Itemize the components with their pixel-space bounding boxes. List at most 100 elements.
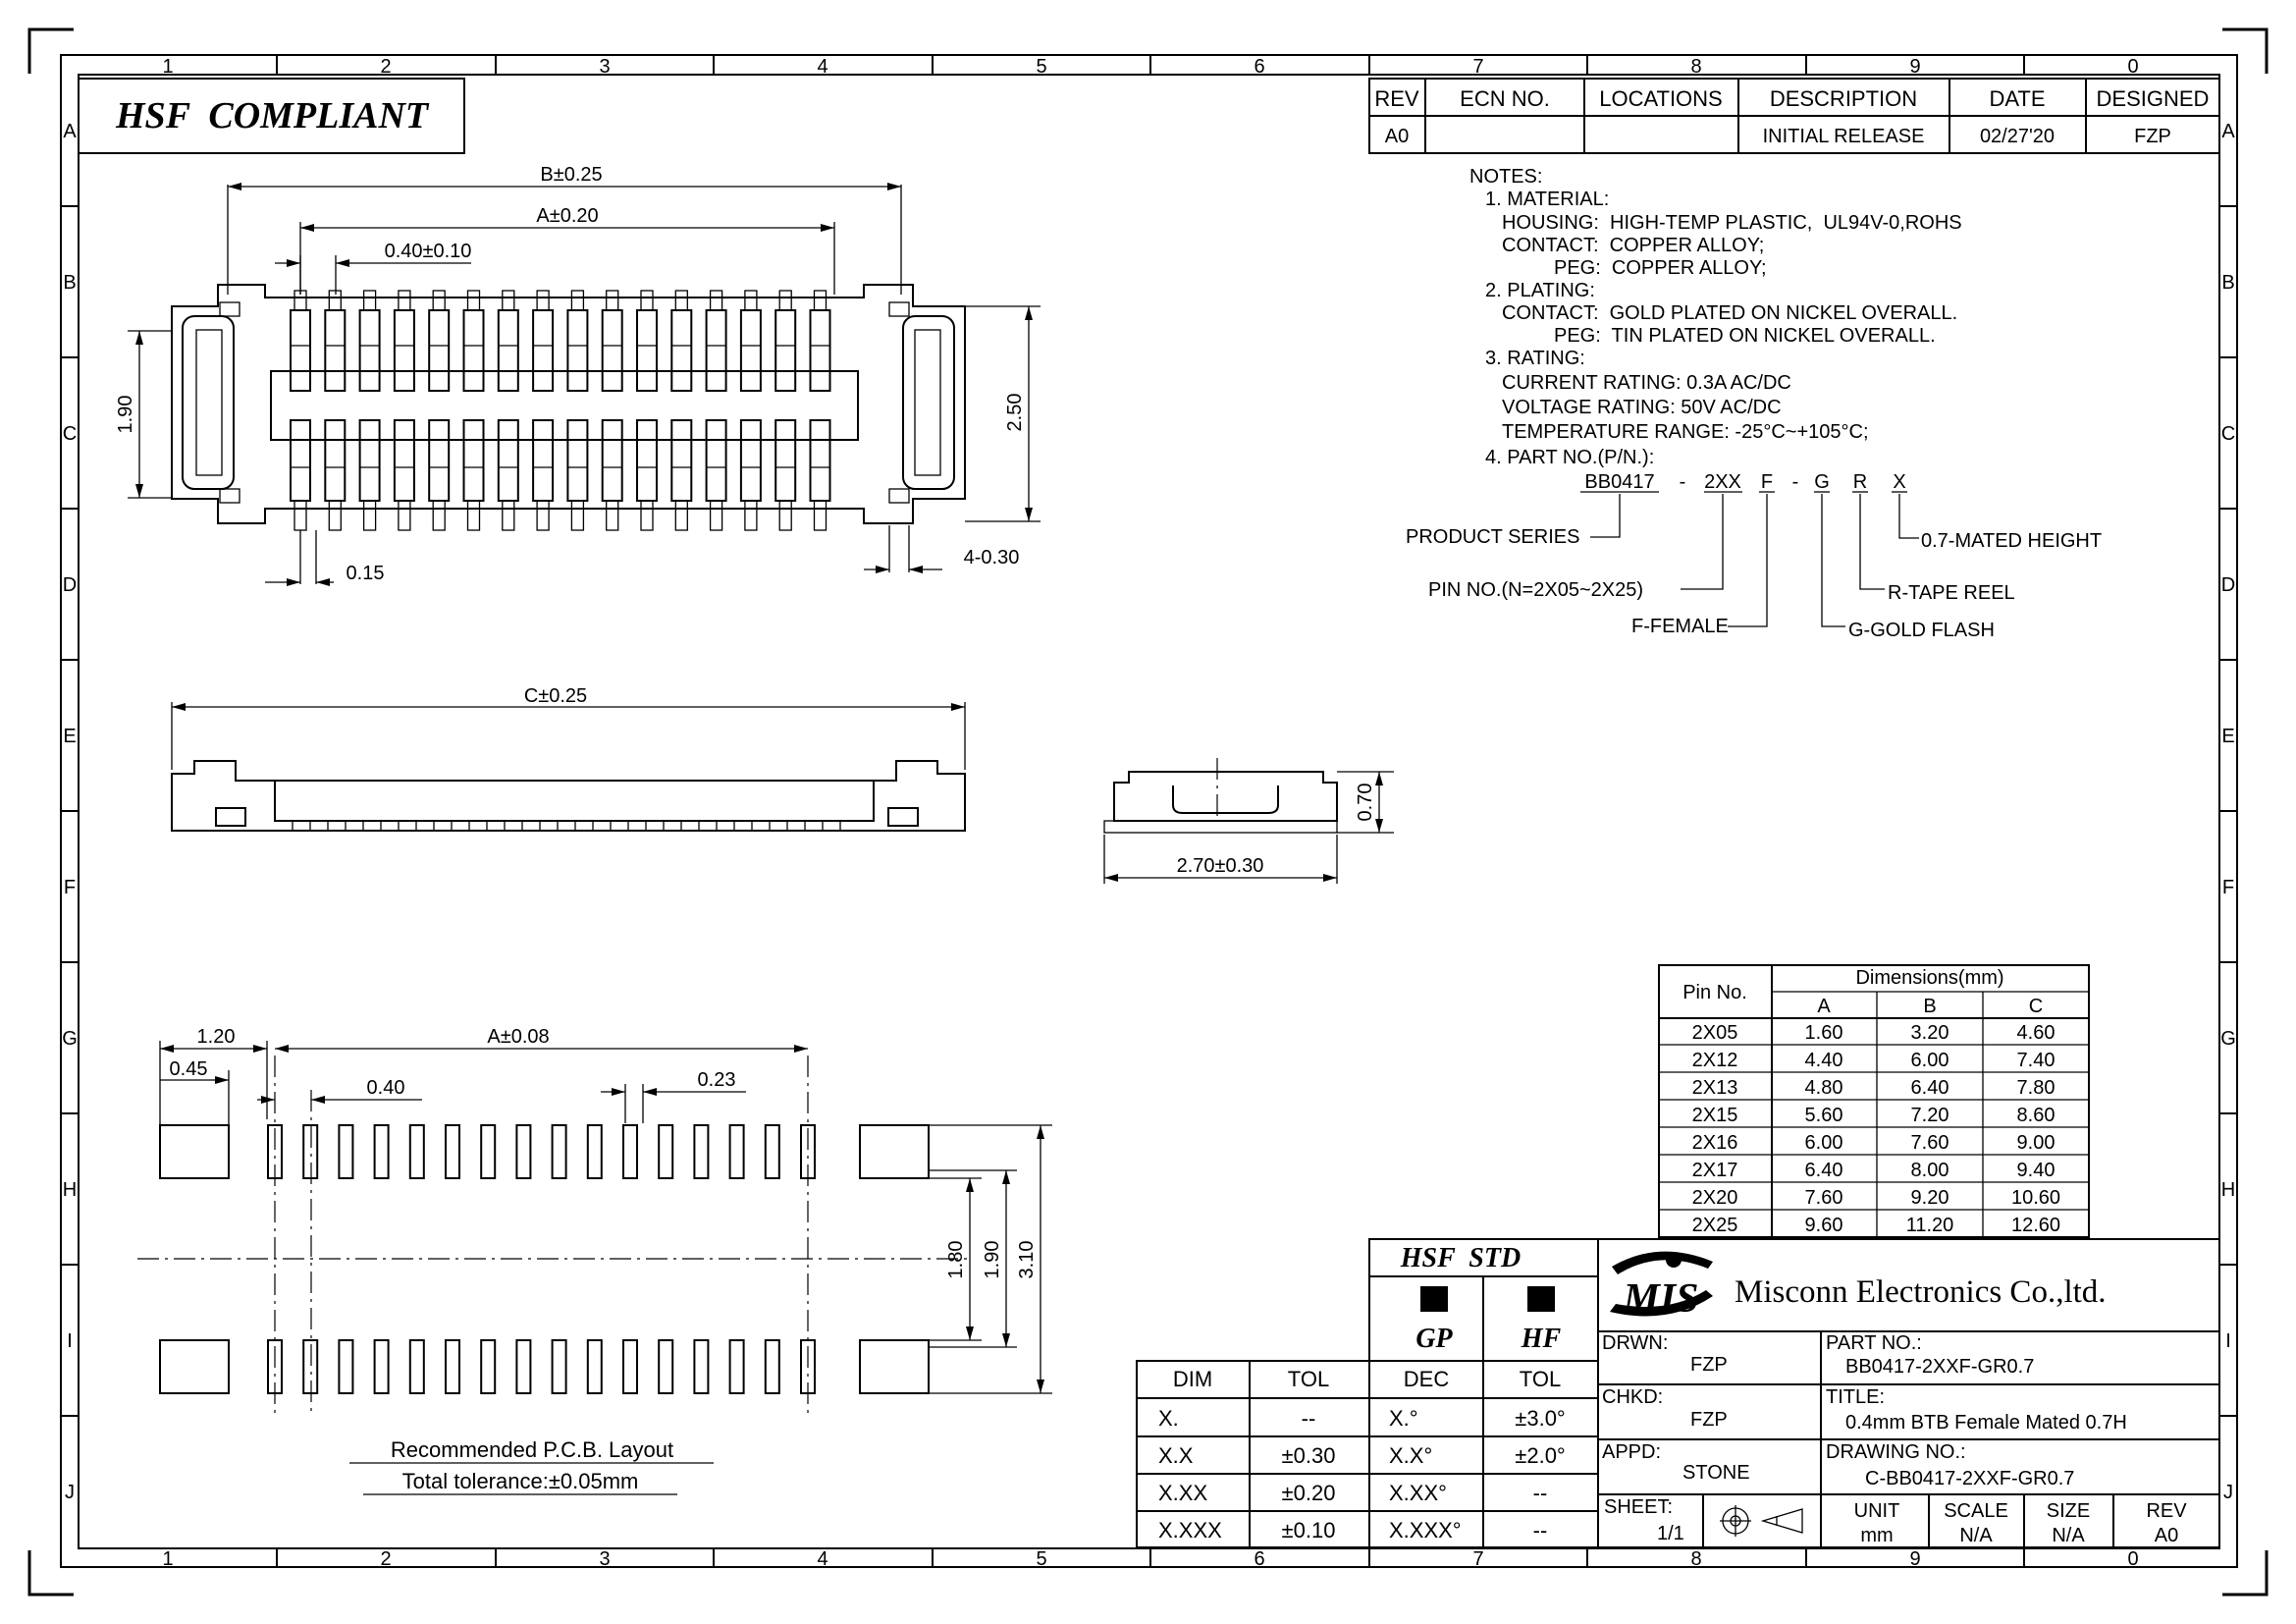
side-contact <box>468 820 488 832</box>
zone-col-label: 5 <box>1036 1548 1046 1570</box>
side-contact <box>610 820 629 832</box>
locations-header: LOCATIONS <box>1599 86 1723 111</box>
pn-segment-dash: - <box>1792 471 1799 493</box>
contact <box>393 309 415 392</box>
dim-table-cell: 9.20 <box>1911 1187 1949 1209</box>
contact-tail <box>362 500 377 531</box>
pcb-pad <box>764 1339 780 1394</box>
description-header: DESCRIPTION <box>1770 86 1917 111</box>
side-contact <box>574 820 594 832</box>
tol-header-dec: DEC <box>1404 1367 1450 1391</box>
dim-table-cell: 6.00 <box>1805 1132 1843 1154</box>
dim-pcb-4: 0.40 <box>367 1077 405 1099</box>
zone-col-label: 7 <box>1472 1548 1483 1570</box>
dim-table-cell: 2X20 <box>1692 1187 1738 1209</box>
contact <box>739 309 762 392</box>
zone-col-labels-bottom: 1 2 3 4 5 6 7 8 9 0 <box>162 1548 2138 1570</box>
pn-segment-height: X <box>1893 471 1905 493</box>
title-value: 0.4mm BTB Female Mated 0.7H <box>1845 1412 2127 1434</box>
zone-col-label: 3 <box>599 56 610 78</box>
tol-table-cell: X.XXX <box>1158 1518 1222 1543</box>
hf-label: HF <box>1521 1324 1562 1354</box>
pcb-pad <box>693 1339 710 1394</box>
contact <box>462 309 485 392</box>
side-contact <box>327 820 347 832</box>
pcb-pad <box>622 1339 638 1394</box>
ecn-header: ECN NO. <box>1460 86 1550 111</box>
zone-col-label: 6 <box>1254 1548 1264 1570</box>
dim-pcb-6: 1.80 <box>945 1241 967 1279</box>
dim-pin-width: 0.15 <box>347 563 385 584</box>
legend-mated-height: 0.7-MATED HEIGHT <box>1921 530 2102 552</box>
dim-table-cell: 7.40 <box>2017 1050 2056 1071</box>
contact-tail <box>570 500 585 531</box>
gp-square-icon <box>1420 1286 1448 1312</box>
tol-table-cell: ±0.30 <box>1282 1443 1336 1468</box>
contact-tail <box>709 500 723 531</box>
contact-tail <box>778 500 792 531</box>
part-no-label: PART NO.: <box>1826 1332 1922 1354</box>
contact-tail <box>536 500 550 531</box>
dim-table-cell: 7.80 <box>2017 1077 2056 1099</box>
contact-tail <box>466 500 481 531</box>
side-view-contacts <box>292 820 841 832</box>
zone-col-label: 7 <box>1472 56 1483 78</box>
hsf-compliant-label: HSF COMPLIANT <box>115 95 430 136</box>
pcb-pad <box>408 1339 425 1394</box>
legend-female: F-FEMALE <box>1631 616 1729 637</box>
pcb-pad <box>764 1124 780 1179</box>
legend-tape-reel: R-TAPE REEL <box>1888 582 2015 604</box>
note-line: 1. MATERIAL: <box>1485 189 1609 210</box>
contact <box>290 309 311 392</box>
dim-table-cell: 2X25 <box>1692 1215 1738 1236</box>
dim-table-cell: 2X17 <box>1692 1160 1738 1181</box>
dim-peg: 4-0.30 <box>964 547 1020 568</box>
pcb-pad <box>693 1124 710 1179</box>
top-view <box>171 284 966 531</box>
dim-table-cell: 2X13 <box>1692 1077 1738 1099</box>
dim-table-cell: 6.00 <box>1911 1050 1949 1071</box>
contact <box>670 309 693 392</box>
pcb-layout <box>137 1041 972 1414</box>
zone-row-label: E <box>63 726 76 747</box>
dim-table-col-a: A <box>1817 996 1831 1017</box>
zone-col-label: 5 <box>1036 56 1046 78</box>
mis-logo-icon <box>1610 1251 1713 1317</box>
zone-col-label: 4 <box>817 56 828 78</box>
pcb-pad <box>408 1124 425 1179</box>
contact <box>809 309 831 392</box>
dim-pcb-3: A±0.08 <box>487 1026 549 1048</box>
pcb-pad <box>373 1339 390 1394</box>
contact <box>636 309 658 392</box>
contact <box>358 309 381 392</box>
rev-value: A0 <box>1385 126 1409 147</box>
side-view-dimensions: C±0.25 <box>171 685 966 770</box>
zone-row-label: H <box>2221 1179 2235 1201</box>
zone-row-labels-right: A B C D E F G H I J <box>2220 121 2236 1503</box>
dim-table-cell: 9.60 <box>1805 1215 1843 1236</box>
hsf-std-label: HSF STD <box>1400 1243 1521 1273</box>
zone-row-label: B <box>2221 272 2234 294</box>
dim-b: B±0.25 <box>540 164 602 186</box>
zone-col-labels-top: 1 2 3 4 5 6 7 8 9 0 <box>162 56 2138 78</box>
note-line: CONTACT: COPPER ALLOY; <box>1502 235 1764 256</box>
dim-table-cell: 8.00 <box>1911 1160 1949 1181</box>
tol-table-cell: X.° <box>1389 1406 1418 1431</box>
zone-row-label: C <box>63 423 77 445</box>
dim-table-cell: 2X05 <box>1692 1022 1738 1044</box>
tol-header-tol: TOL <box>1288 1367 1329 1391</box>
dim-pcb-1: 1.20 <box>197 1026 236 1048</box>
tol-table-cell: -- <box>1533 1481 1548 1505</box>
appd-label: APPD: <box>1602 1441 1661 1463</box>
dim-table-cell: 2X12 <box>1692 1050 1738 1071</box>
zone-row-label: H <box>63 1179 77 1201</box>
dim-pitch: 0.40±0.10 <box>385 241 472 262</box>
tol-header-dim: DIM <box>1173 1367 1212 1391</box>
size-value: N/A <box>2052 1525 2085 1546</box>
tol-table-cell: X.X° <box>1389 1443 1432 1468</box>
scale-value: N/A <box>1959 1525 1993 1546</box>
zone-row-label: F <box>2222 877 2234 898</box>
